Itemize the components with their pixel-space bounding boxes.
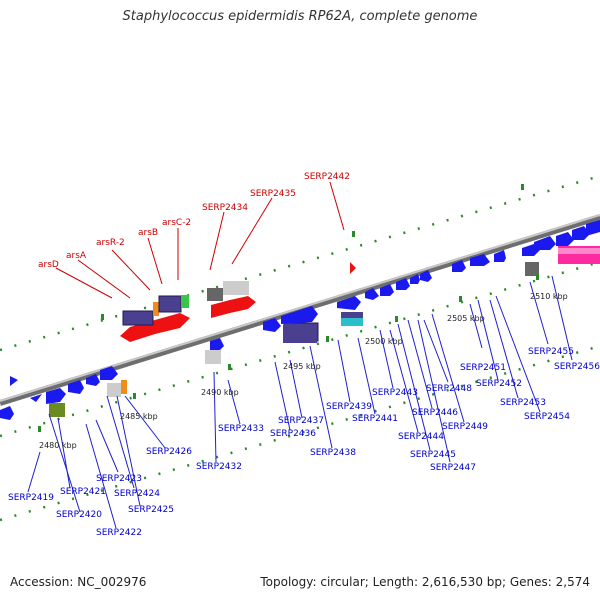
label-SERP2435[interactable]: SERP2435 xyxy=(250,189,296,199)
gene-SERP2424[interactable] xyxy=(107,383,121,397)
red-gene-labels: arsD arsA arsR-2 arsB arsC-2 SERP2434 SE… xyxy=(38,172,350,270)
label-SERP2444[interactable]: SERP2444 xyxy=(398,432,444,442)
scale-labels: 2480 kbp 2485 kbp 2490 kbp 2495 kbp 2500… xyxy=(39,292,568,450)
label-SERP2433[interactable]: SERP2433 xyxy=(218,424,264,434)
label-SERP2456[interactable]: SERP2456 xyxy=(554,362,600,372)
gene-SERP2435[interactable] xyxy=(223,281,249,295)
kbp-2490: 2490 kbp xyxy=(201,388,239,397)
label-SERP2419[interactable]: SERP2419 xyxy=(8,493,54,503)
gene-SERP2435-red[interactable] xyxy=(230,296,256,313)
gene-SERP2425[interactable] xyxy=(121,380,127,394)
label-connectors xyxy=(27,275,573,529)
reverse-strand-genes xyxy=(49,322,363,417)
label-SERP2452[interactable]: SERP2452 xyxy=(476,379,522,389)
label-SERP2423[interactable]: SERP2423 xyxy=(96,474,142,484)
label-SERP2443[interactable]: SERP2443 xyxy=(372,388,418,398)
gene-SERP2434-red[interactable] xyxy=(211,300,230,318)
label-SERP2447[interactable]: SERP2447 xyxy=(430,463,476,473)
label-SERP2453[interactable]: SERP2453 xyxy=(500,398,546,408)
kbp-2505: 2505 kbp xyxy=(447,314,485,323)
tick-marks xyxy=(38,184,539,432)
kbp-2480: 2480 kbp xyxy=(39,441,77,450)
label-arsC-2[interactable]: arsC-2 xyxy=(162,218,191,228)
gene-arsB[interactable] xyxy=(153,302,159,316)
accession-label: Accession: NC_002976 xyxy=(10,575,147,589)
gene-SERP2441-c[interactable] xyxy=(341,322,363,326)
blue-gene-labels: SERP2419 SERP2420 SERP2421 SERP2422 SERP… xyxy=(8,347,600,538)
label-SERP2425[interactable]: SERP2425 xyxy=(128,505,174,515)
gene-SERP2456-b[interactable] xyxy=(558,248,600,254)
label-SERP2451[interactable]: SERP2451 xyxy=(460,363,506,373)
label-SERP2424[interactable]: SERP2424 xyxy=(114,489,160,499)
label-SERP2455[interactable]: SERP2455 xyxy=(528,347,574,357)
label-SERP2437[interactable]: SERP2437 xyxy=(278,416,324,426)
label-SERP2439[interactable]: SERP2439 xyxy=(326,402,372,412)
forward-strand-genes xyxy=(120,246,600,342)
gene-SERP2442[interactable] xyxy=(350,262,356,274)
label-SERP2432[interactable]: SERP2432 xyxy=(196,462,242,472)
label-SERP2449[interactable]: SERP2449 xyxy=(442,422,488,432)
label-SERP2448[interactable]: SERP2448 xyxy=(426,384,472,394)
label-SERP2445[interactable]: SERP2445 xyxy=(410,450,456,460)
label-SERP2446[interactable]: SERP2446 xyxy=(412,408,458,418)
label-arsA[interactable]: arsA xyxy=(66,251,87,261)
label-SERP2436[interactable]: SERP2436 xyxy=(270,429,316,439)
genome-info-label: Topology: circular; Length: 2,616,530 bp… xyxy=(260,575,590,589)
label-SERP2441[interactable]: SERP2441 xyxy=(352,414,398,424)
label-SERP2421[interactable]: SERP2421 xyxy=(60,487,106,497)
kbp-2510: 2510 kbp xyxy=(530,292,568,301)
gene-SERP2421[interactable] xyxy=(49,403,65,417)
label-arsR-2[interactable]: arsR-2 xyxy=(96,238,125,248)
label-SERP2454[interactable]: SERP2454 xyxy=(524,412,570,422)
gene-arsC2[interactable] xyxy=(158,295,182,313)
gene-SERP2437[interactable] xyxy=(283,325,317,343)
label-SERP2442[interactable]: SERP2442 xyxy=(304,172,350,182)
guide-dots xyxy=(0,174,600,522)
kbp-2485: 2485 kbp xyxy=(120,412,158,421)
kbp-2500: 2500 kbp xyxy=(365,337,403,346)
gene-SERP2441[interactable] xyxy=(341,312,363,322)
label-SERP2426[interactable]: SERP2426 xyxy=(146,447,192,457)
gene-SERP2432[interactable] xyxy=(205,350,221,364)
label-arsB[interactable]: arsB xyxy=(138,228,158,238)
gene-SERP2441-b[interactable] xyxy=(341,318,363,323)
label-arsD[interactable]: arsD xyxy=(38,260,59,270)
gene-arsR2[interactable] xyxy=(122,310,154,326)
gene-arsC2-tail[interactable] xyxy=(181,295,189,308)
page-title: Staphylococcus epidermidis RP62A, comple… xyxy=(122,9,478,24)
label-SERP2434[interactable]: SERP2434 xyxy=(202,203,248,213)
gene-SERP2455[interactable] xyxy=(525,262,539,276)
red-label-connectors xyxy=(55,181,345,299)
label-SERP2422[interactable]: SERP2422 xyxy=(96,528,142,538)
gene-arsA[interactable] xyxy=(155,313,190,334)
label-SERP2420[interactable]: SERP2420 xyxy=(56,510,102,520)
label-SERP2438[interactable]: SERP2438 xyxy=(310,448,356,458)
blue-cds-arrows xyxy=(0,220,600,420)
genome-backbone xyxy=(0,214,600,406)
gene-SERP2434[interactable] xyxy=(207,288,223,301)
kbp-2495: 2495 kbp xyxy=(283,362,321,371)
